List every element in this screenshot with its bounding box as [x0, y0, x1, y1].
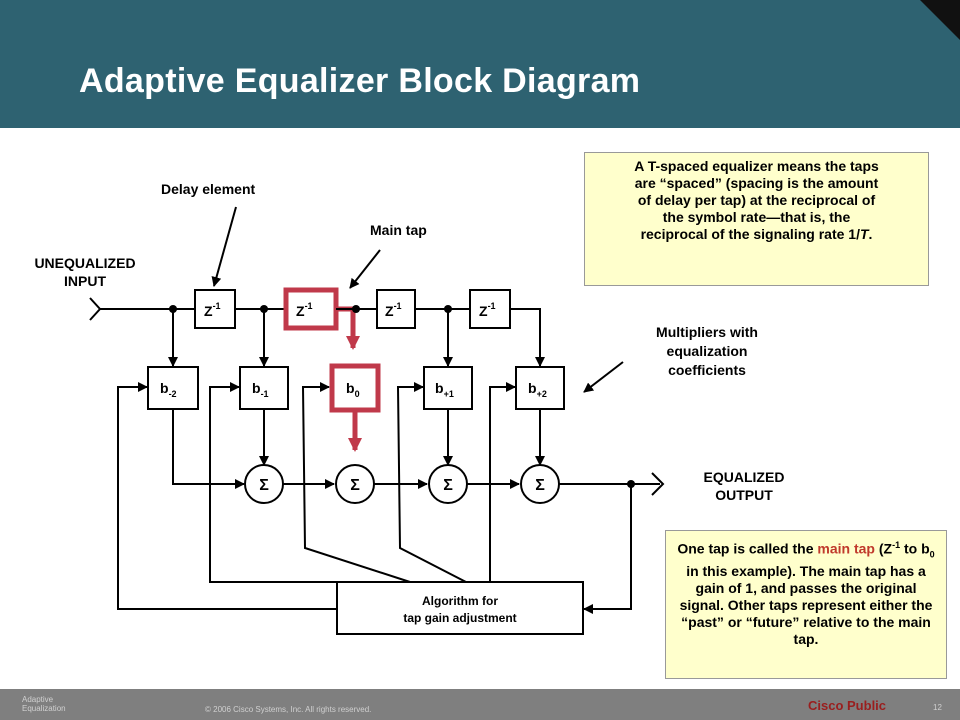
- coefficient-b+1: b+1: [423, 366, 473, 410]
- summer-1: Σ: [244, 464, 284, 504]
- delay-element-4: Z-1: [469, 289, 511, 329]
- svg-text:Σ: Σ: [350, 477, 360, 494]
- main-tap-note: One tap is called the main tap (Z-1 to b…: [665, 530, 947, 679]
- delay-element-2-main: Z-1: [283, 287, 339, 331]
- svg-text:Σ: Σ: [535, 477, 545, 494]
- feedback-output: [583, 484, 632, 614]
- delay-element-1: Z-1: [194, 289, 236, 329]
- svg-text:Z-1: Z-1: [204, 301, 221, 319]
- svg-text:b-1: b-1: [252, 380, 269, 399]
- multipliers-label-line3: coefficients: [668, 362, 746, 378]
- multipliers-label-line2: equalization: [667, 343, 748, 359]
- summer-2: Σ: [335, 464, 375, 504]
- svg-text:b+1: b+1: [435, 380, 454, 399]
- summer-3: Σ: [428, 464, 468, 504]
- footer-topic-line2: Equalization: [22, 704, 66, 713]
- svg-text:Σ: Σ: [259, 477, 269, 494]
- summer-4: Σ: [520, 464, 560, 504]
- main-tap-path: [336, 306, 360, 350]
- coef-out-1: [172, 409, 245, 489]
- svg-text:tap gain adjustment: tap gain adjustment: [403, 611, 516, 625]
- tap-line-5: [510, 308, 545, 367]
- corner-decoration: [920, 0, 960, 40]
- footer-copyright: © 2006 Cisco Systems, Inc. All rights re…: [205, 705, 372, 714]
- input-label-line2: INPUT: [64, 273, 106, 289]
- footer-topic-line1: Adaptive: [22, 695, 54, 704]
- main-tap-arrow: [349, 249, 381, 289]
- algorithm-box: Algorithm for tap gain adjustment: [336, 581, 584, 635]
- page-title: Adaptive Equalizer Block Diagram: [79, 62, 641, 100]
- multipliers-label-line1: Multipliers with: [656, 324, 758, 340]
- feedback-b-2: [117, 382, 337, 610]
- equalizer-diagram: UNEQUALIZED INPUT Z-1 Z-1 Z-1 Z-1 b-2 b-…: [34, 181, 785, 635]
- svg-text:Algorithm for: Algorithm for: [422, 594, 498, 608]
- coefficient-b-1: b-1: [239, 366, 289, 410]
- svg-text:Z-1: Z-1: [479, 301, 496, 319]
- title-bar: Adaptive Equalizer Block Diagram: [0, 0, 960, 128]
- coefficient-b+2: b+2: [515, 366, 565, 410]
- delay-element-label: Delay element: [161, 181, 255, 197]
- main-tap-label: Main tap: [370, 222, 427, 238]
- coefficient-b-2: b-2: [147, 366, 199, 410]
- tap-dot-3: [352, 305, 360, 313]
- delay-element-3: Z-1: [376, 289, 416, 329]
- footer-classification: Cisco Public: [808, 698, 887, 713]
- feedback-b0: [301, 382, 411, 583]
- output-label-line2: OUTPUT: [715, 487, 773, 503]
- coefficient-b0-main: b0: [329, 363, 381, 413]
- output-label-line1: EQUALIZED: [704, 469, 785, 485]
- footer-page-number: 12: [933, 703, 942, 712]
- footer: Adaptive Equalization © 2006 Cisco Syste…: [0, 689, 960, 720]
- multipliers-arrow: [583, 361, 624, 393]
- feedback-b-1: [209, 382, 370, 583]
- svg-text:b0: b0: [346, 380, 360, 399]
- input-label-line1: UNEQUALIZED: [34, 255, 135, 271]
- svg-text:b-2: b-2: [160, 380, 177, 399]
- svg-text:Z-1: Z-1: [296, 301, 313, 319]
- t-spaced-note: A T-spaced equalizer means the taps are …: [584, 152, 929, 286]
- delay-element-arrow: [211, 206, 237, 287]
- svg-text:b+2: b+2: [528, 380, 547, 399]
- svg-text:Z-1: Z-1: [385, 301, 402, 319]
- svg-text:Σ: Σ: [443, 477, 453, 494]
- feedback-b+1: [396, 382, 467, 583]
- input-chevron: [89, 297, 102, 321]
- feedback-b+2: [489, 382, 516, 582]
- output-chevron: [651, 472, 665, 496]
